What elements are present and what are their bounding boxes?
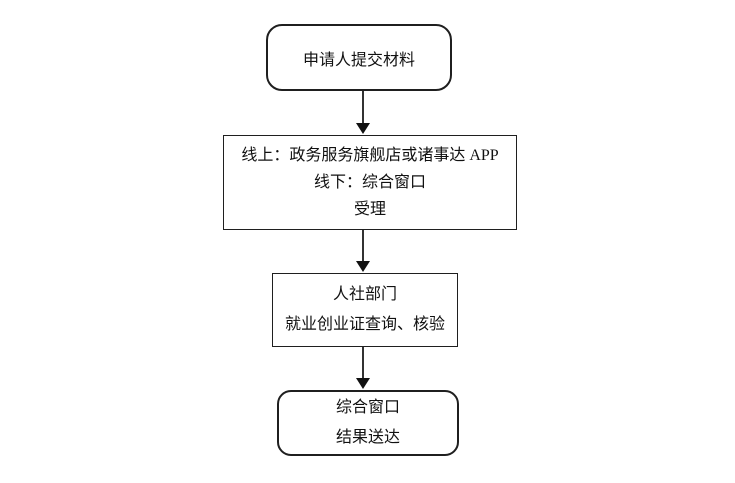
arrow-line xyxy=(362,347,364,378)
node-verification-line-check: 就业创业证查询、核验 xyxy=(284,316,445,333)
node-acceptance-line-online: 线上：政务服务旗舰店或诸事达 APP xyxy=(241,147,499,164)
node-start-label: 申请人提交材料 xyxy=(302,51,415,69)
arrow-head-icon xyxy=(356,378,370,389)
flowchart-node-verification: 人社部门 就业创业证查询、核验 xyxy=(272,273,458,347)
node-acceptance-line-accept: 受理 xyxy=(353,201,386,218)
arrow-head-icon xyxy=(356,261,370,272)
node-delivery-line-window: 综合窗口 xyxy=(335,399,400,416)
node-acceptance-line-offline: 线下：综合窗口 xyxy=(313,174,426,191)
arrow-line xyxy=(362,230,364,261)
connector-arrow-start-to-acceptance xyxy=(356,91,370,134)
connector-arrow-acceptance-to-verification xyxy=(356,230,370,272)
flowchart-node-delivery: 综合窗口 结果送达 xyxy=(277,390,459,456)
node-delivery-line-result: 结果送达 xyxy=(335,429,400,446)
node-verification-line-department: 人社部门 xyxy=(332,286,397,303)
arrow-line xyxy=(362,91,364,123)
flowchart-node-start: 申请人提交材料 xyxy=(266,24,452,91)
arrow-head-icon xyxy=(356,123,370,134)
connector-arrow-verification-to-delivery xyxy=(356,347,370,389)
flowchart-node-acceptance: 线上：政务服务旗舰店或诸事达 APP 线下：综合窗口 受理 xyxy=(223,135,517,230)
